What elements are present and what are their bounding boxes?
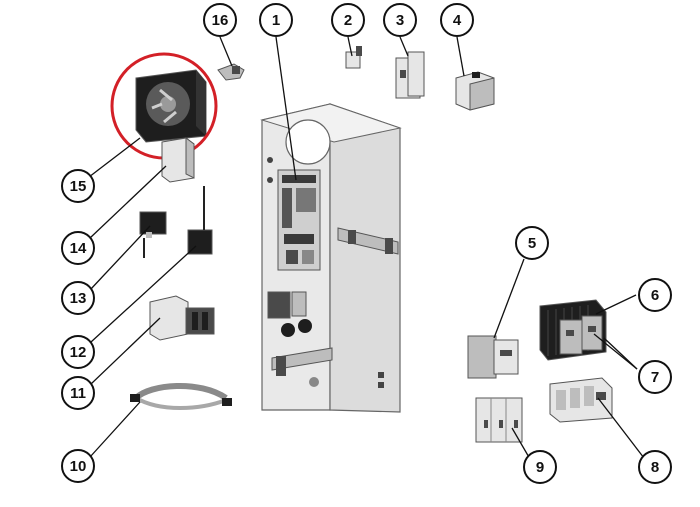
part-4-transformer — [455, 71, 495, 111]
panel-opening — [285, 119, 331, 165]
callout-7: 7 — [638, 360, 672, 394]
callout-10: 10 — [61, 449, 95, 483]
callout-7-label: 7 — [651, 369, 659, 386]
callout-5: 5 — [515, 226, 549, 260]
callout-1: 1 — [259, 3, 293, 37]
callout-2-label: 2 — [344, 12, 352, 29]
callout-12: 12 — [61, 335, 95, 369]
enclosure-panel — [260, 103, 402, 413]
callout-4: 4 — [440, 3, 474, 37]
part-5-contactor — [467, 335, 519, 379]
panel-lower-components — [267, 157, 384, 388]
callout-1-label: 1 — [272, 12, 280, 29]
callout-3-label: 3 — [396, 12, 404, 29]
callout-14: 14 — [61, 231, 95, 265]
callout-5-label: 5 — [528, 235, 536, 252]
part-10-cable — [130, 382, 232, 410]
part-7-modules — [559, 315, 603, 355]
part-13-sensor — [139, 211, 167, 258]
part-15-fan — [135, 69, 207, 143]
callout-13: 13 — [61, 281, 95, 315]
callout-13-label: 13 — [70, 290, 87, 307]
part-2-switch — [345, 46, 362, 69]
control-board — [277, 169, 321, 271]
callout-9-label: 9 — [536, 459, 544, 476]
callout-4-label: 4 — [453, 12, 462, 29]
callout-12-label: 12 — [70, 344, 87, 361]
callout-16-label: 16 — [212, 12, 229, 29]
callout-3: 3 — [383, 3, 417, 37]
callout-6: 6 — [638, 278, 672, 312]
callout-14-label: 14 — [70, 240, 87, 257]
callout-9: 9 — [523, 450, 557, 484]
part-8-terminal-block — [549, 377, 613, 423]
callout-8-label: 8 — [651, 459, 659, 476]
part-16-bracket — [217, 63, 245, 81]
callout-2: 2 — [331, 3, 365, 37]
callout-15: 15 — [61, 169, 95, 203]
callout-6-label: 6 — [651, 287, 659, 304]
side-rail — [337, 227, 399, 255]
leader-lines — [88, 36, 645, 460]
part-9-breaker — [475, 397, 523, 443]
callout-15-label: 15 — [70, 178, 87, 195]
callout-16: 16 — [203, 3, 237, 37]
callout-8: 8 — [638, 450, 672, 484]
part-3-breaker — [395, 51, 425, 99]
part-14-relay — [161, 137, 195, 183]
part-11-contactor — [149, 295, 215, 341]
callout-11-label: 11 — [70, 385, 86, 402]
callout-10-label: 10 — [70, 458, 87, 475]
part-12-antenna-module — [187, 186, 213, 255]
callout-11: 11 — [61, 376, 95, 410]
